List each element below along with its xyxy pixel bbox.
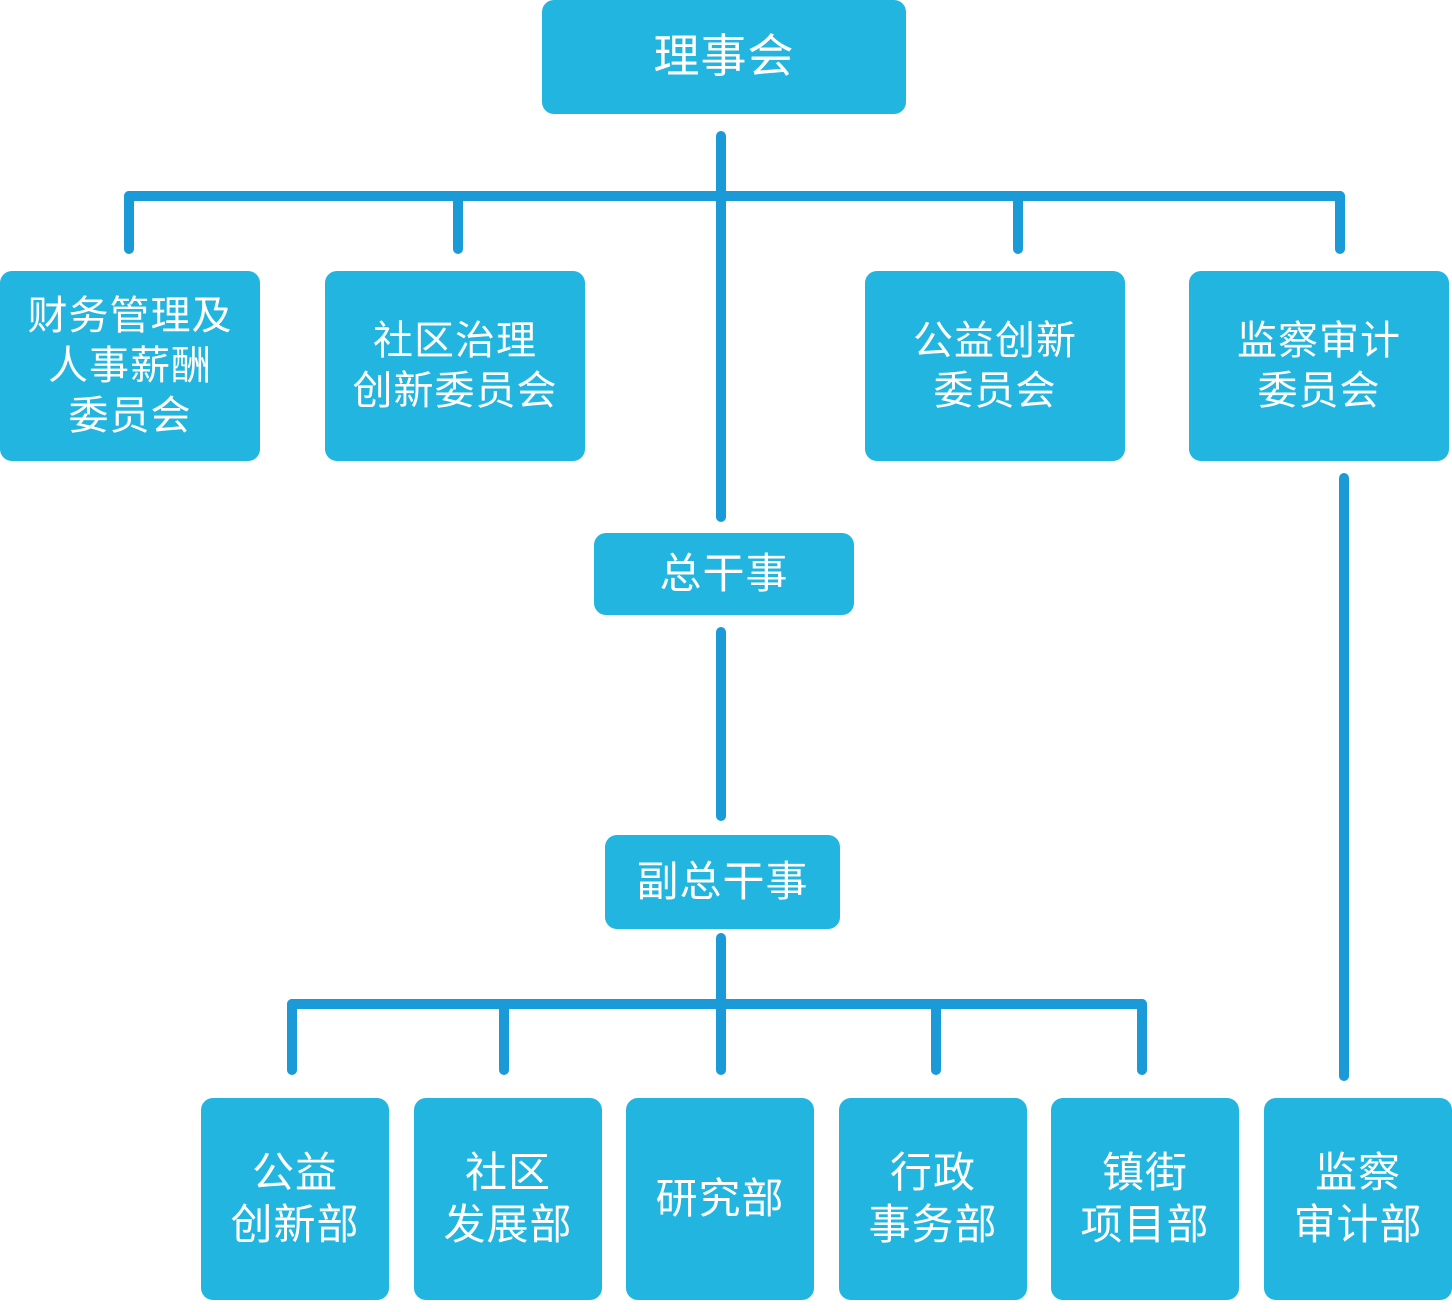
committee-line: 社区治理 (373, 318, 537, 364)
committee-line: 委员会 (1257, 368, 1381, 414)
dept-line: 事务部 (868, 1200, 998, 1249)
dept-public-welfare-innovation: 公益 创新部 (201, 1098, 389, 1300)
committee-line: 监察审计 (1237, 318, 1401, 364)
secretary-general-label: 总干事 (659, 548, 789, 598)
committee-line: 创新委员会 (352, 368, 558, 414)
dept-community-development: 社区 发展部 (414, 1098, 602, 1300)
committee-audit: 监察审计 委员会 (1189, 271, 1449, 461)
dept-line: 发展部 (443, 1200, 573, 1249)
committee-finance-hr: 财务管理及 人事薪酬 委员会 (0, 271, 260, 461)
dept-line: 监察 (1314, 1147, 1401, 1197)
dept-line: 行政 (889, 1147, 976, 1197)
deputy-secretary-general-node: 副总干事 (605, 835, 840, 929)
dept-line: 社区 (464, 1147, 551, 1197)
dept-line: 创新部 (230, 1200, 360, 1249)
committee-line: 财务管理及 (27, 293, 233, 339)
dept-line: 公益 (251, 1147, 338, 1197)
committee-community-governance: 社区治理 创新委员会 (325, 271, 585, 461)
dept-supervision-audit: 监察 审计部 (1264, 1098, 1452, 1300)
dept-line: 镇街 (1101, 1147, 1188, 1197)
committee-line: 公益创新 (913, 318, 1077, 364)
dept-administration: 行政 事务部 (839, 1098, 1027, 1300)
dept-line: 审计部 (1293, 1200, 1423, 1249)
dept-line: 研究部 (655, 1173, 785, 1223)
dept-research: 研究部 (626, 1098, 814, 1300)
committee-line: 人事薪酬 (48, 343, 212, 389)
deputy-secretary-general-label: 副总干事 (636, 856, 809, 906)
committee-public-welfare: 公益创新 委员会 (865, 271, 1125, 461)
board-label: 理事会 (653, 29, 795, 84)
committee-line: 委员会 (933, 368, 1057, 414)
secretary-general-node: 总干事 (594, 533, 854, 615)
dept-line: 项目部 (1080, 1200, 1210, 1249)
board-node: 理事会 (542, 0, 906, 114)
dept-town-street-projects: 镇街 项目部 (1051, 1098, 1239, 1300)
committee-line: 委员会 (68, 393, 192, 439)
